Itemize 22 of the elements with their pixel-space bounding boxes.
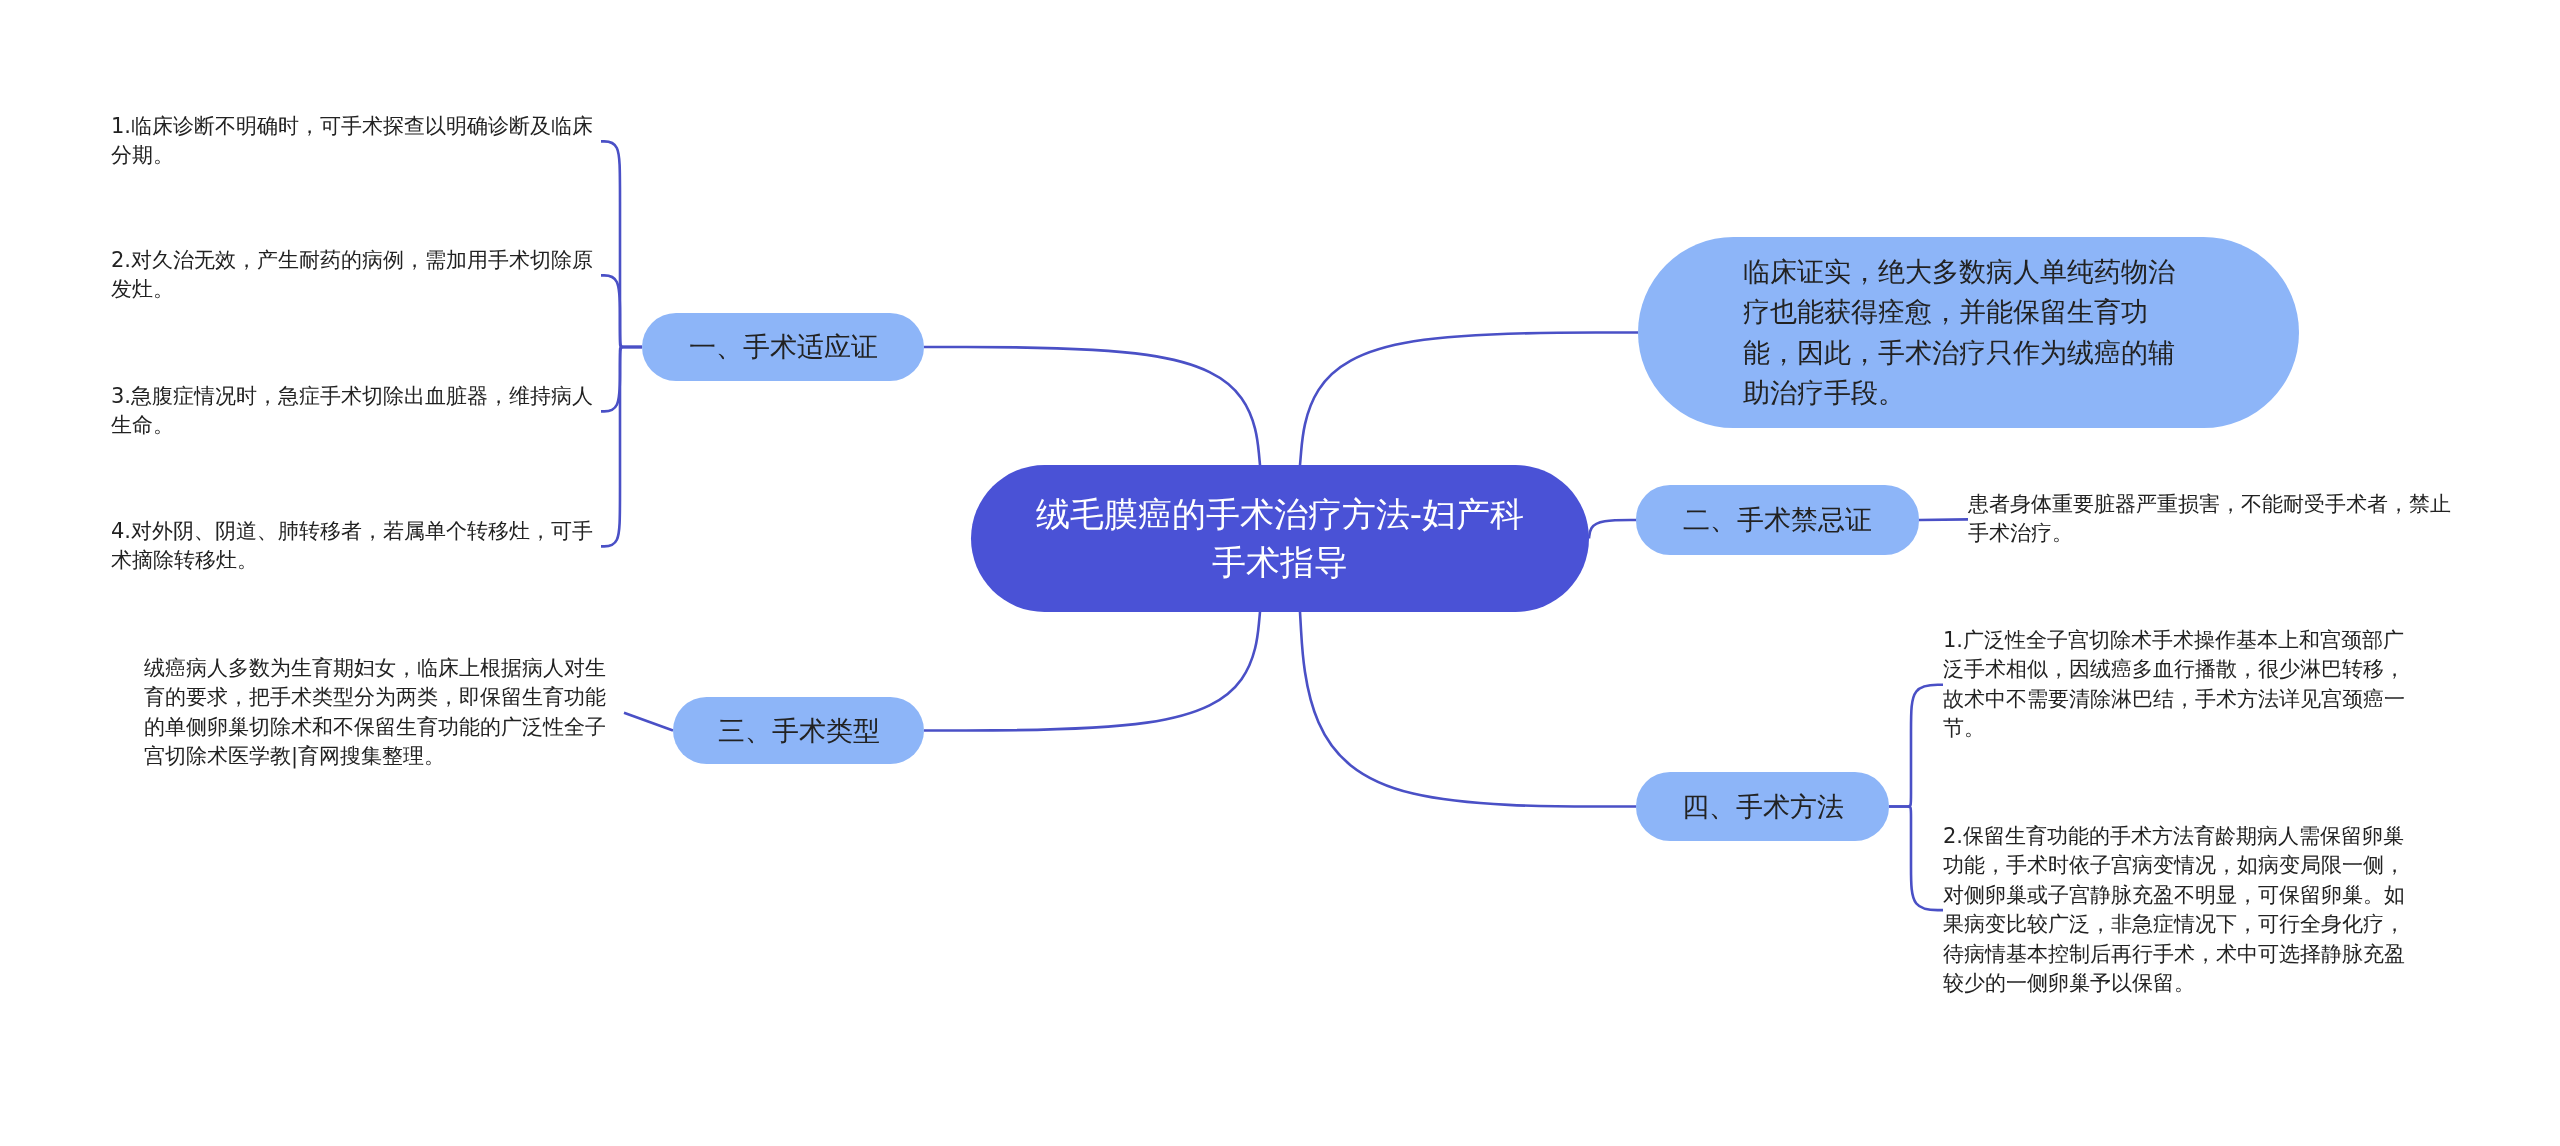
connector-line [1298,331,1638,466]
central-topic: 绒毛膜癌的手术治疗方法-妇产科手术指导 [971,465,1589,612]
leaf-text: 2.保留生育功能的手术方法育龄期病人需保留卵巢功能，手术时依子宫病变情况，如病变局限一侧，对侧卵巢或子宫静脉充盈不明显，可保留卵巢。如果病变比较广泛，非急症情况下，可行全身化疗，待病情基本控制后再行手术，术中可选择静脉充盈较少的一侧卵巢予以保留。 [1943,822,2421,999]
leaf-text: 患者身体重要脏器严重损害，不能耐受手术者，禁止手术治疗。 [1968,490,2458,549]
branch-topic: 三、手术类型 [673,697,924,764]
connector-line [601,345,642,548]
connector-line [1919,518,1968,522]
leaf-text: 2.对久治无效，产生耐药的病例，需加用手术切除原发灶。 [111,246,601,305]
leaf-text: 1.临床诊断不明确时，可手术探查以明确诊断及临床分期。 [111,112,601,171]
branch-topic: 二、手术禁忌证 [1636,485,1919,555]
leaf-text: 1.广泛性全子宫切除术手术操作基本上和宫颈部广泛手术相似，因绒癌多血行播散，很少淋巴转移，故术中不需要清除淋巴结，手术方法详见宫颈癌一节。 [1943,626,2421,744]
branch-topic: 四、手术方法 [1636,772,1889,841]
leaf-text: 3.急腹症情况时，急症手术切除出血脏器，维持病人生命。 [111,382,601,441]
connector-line [623,711,674,732]
branch-topic: 一、手术适应证 [642,313,924,381]
leaf-text: 4.对外阴、阴道、肺转移者，若属单个转移灶，可手术摘除转移灶。 [111,517,601,576]
connector-line [924,345,1262,466]
connector-line [1587,518,1636,539]
connector-line [1298,611,1636,808]
leaf-text: 绒癌病人多数为生育期妇女，临床上根据病人对生育的要求，把手术类型分为两类，即保留生育功能的单侧卵巢切除术和不保留生育功能的广泛性全子宫切除术医学教|育网搜集整理。 [144,654,624,772]
connector-line [924,611,1262,732]
topic-bubble: 临床证实，绝大多数病人单纯药物治疗也能获得痊愈，并能保留生育功能，因此，手术治疗只作为绒癌的辅助治疗手段。 [1638,237,2299,428]
